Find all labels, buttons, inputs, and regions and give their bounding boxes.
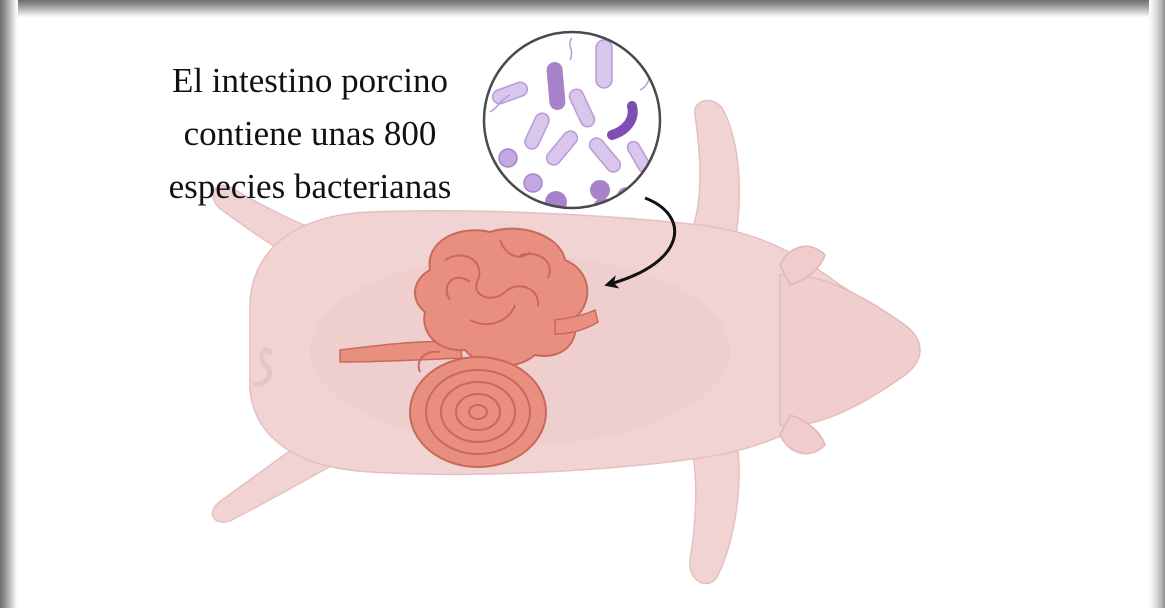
caption-text: El intestino porcino contiene unas 800 e…	[140, 54, 480, 213]
bacteria-magnifier-icon	[484, 32, 660, 218]
